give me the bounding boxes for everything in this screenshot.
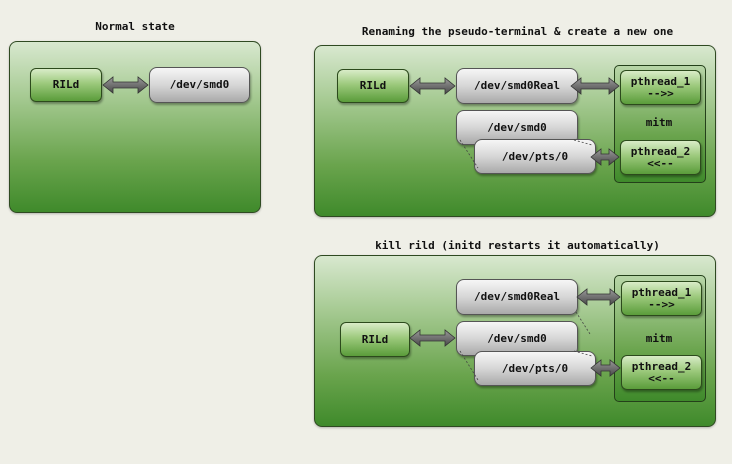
diagram3-smd0-box: /dev/smd0	[456, 321, 578, 356]
diagram3-pthread2-box: pthread_2 <<--	[621, 355, 702, 390]
diagram1-rild-box: RILd	[30, 68, 102, 102]
diagram3-rild-box: RILd	[340, 322, 410, 357]
diagram3-pts-box: /dev/pts/0	[474, 351, 596, 386]
diagram3-pthread1-box: pthread_1 -->>	[621, 281, 702, 316]
diagram2-mitm-label: mitm	[645, 116, 673, 129]
diagram2-pthread1-box: pthread_1 -->>	[620, 70, 701, 105]
diagram2-pts-box: /dev/pts/0	[474, 139, 596, 174]
diagram2-rild-box: RILd	[337, 69, 409, 103]
diagram2-pthread2-box: pthread_2 <<--	[620, 140, 701, 175]
diagram3-smd0real-box: /dev/smd0Real	[456, 279, 578, 315]
diagram3-mitm-label: mitm	[645, 332, 673, 345]
diagram3-title: kill rild (initd restarts it automatical…	[375, 239, 660, 252]
diagram1-smd0-box: /dev/smd0	[149, 67, 250, 103]
diagram2-smd0real-box: /dev/smd0Real	[456, 68, 578, 104]
diagram1-title: Normal state	[95, 20, 175, 33]
diagram2-title: Renaming the pseudo-terminal & create a …	[361, 25, 674, 38]
